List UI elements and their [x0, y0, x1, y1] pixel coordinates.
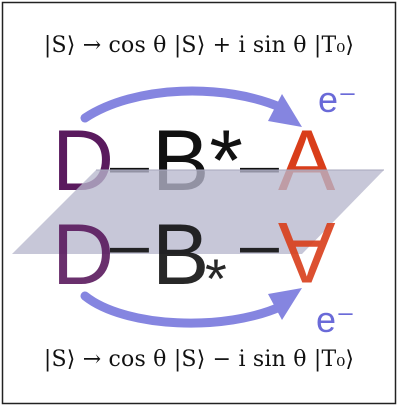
upper-electron-label: e⁻ — [318, 79, 357, 120]
mirror-plane — [12, 170, 384, 254]
lower-arrowhead — [268, 288, 302, 320]
bottom-equation: |S⟩ → cos θ |S⟩ − i sin θ |T₀⟩ — [43, 347, 355, 372]
upper-arrowhead — [268, 94, 302, 127]
upper-transfer-arrow — [80, 86, 287, 123]
reflected-molecule: D – B * – A — [52, 204, 336, 310]
reflected-bridge-letter: B — [152, 207, 209, 303]
reflected-acceptor-group: A — [278, 204, 336, 300]
reflected-dash-donor-bridge: – — [110, 205, 149, 283]
reflected-acceptor-label: A — [278, 204, 336, 300]
lower-transfer-arrow — [80, 291, 287, 328]
top-equation: |S⟩ → cos θ |S⟩ + i sin θ |T₀⟩ — [43, 33, 355, 58]
lower-electron-label: e⁻ — [316, 299, 355, 340]
reflected-dash-bridge-acceptor: – — [240, 205, 279, 283]
reflected-donor-label: D — [52, 207, 114, 303]
reflected-bridge-star: * — [205, 247, 227, 310]
